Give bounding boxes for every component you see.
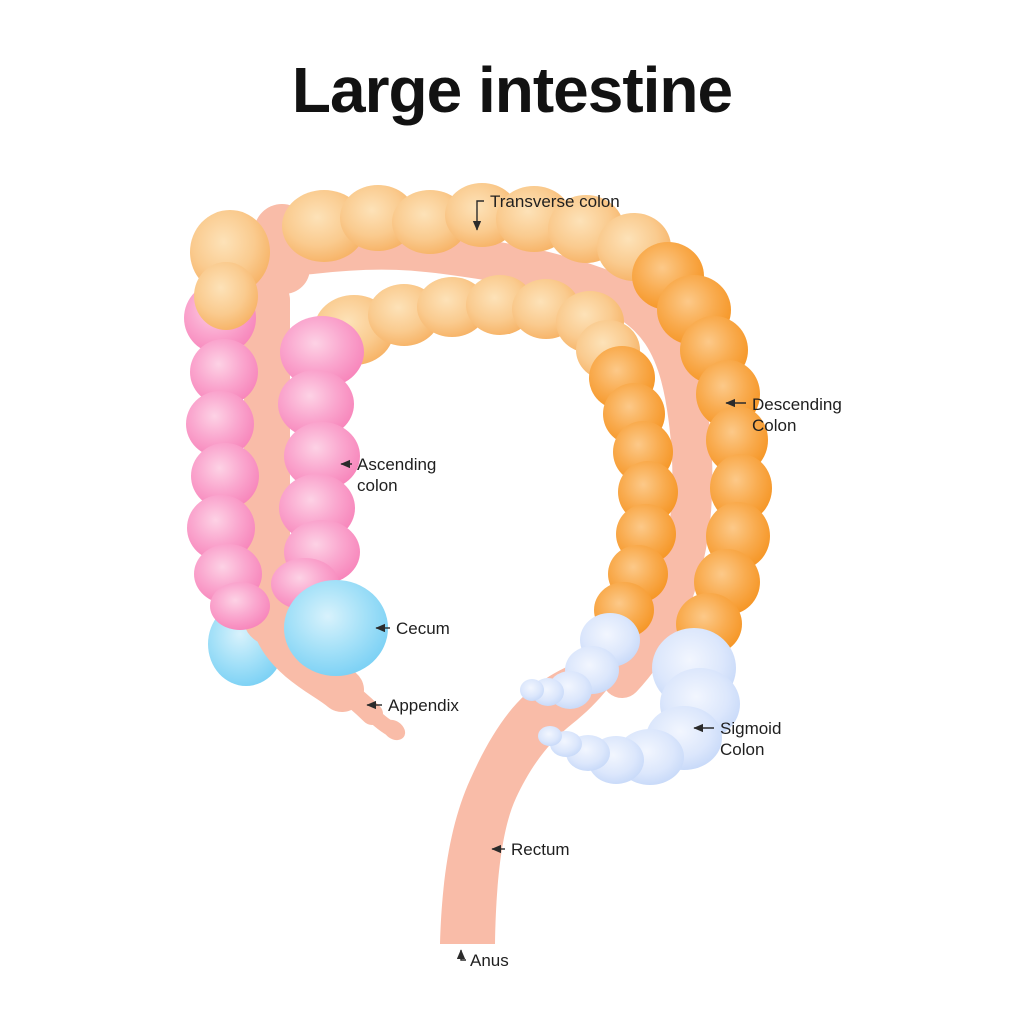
- sigmoid-colon-shape: [520, 613, 740, 785]
- ascending-colon-shape: [184, 282, 364, 630]
- label-anus: Anus: [470, 951, 509, 970]
- leader-transverse-colon-line: [472, 200, 484, 231]
- appendix-shape: [311, 661, 406, 741]
- transverse-colon-shape: [314, 275, 640, 380]
- annotations: Transverse colon Descending Colon Ascend…: [340, 192, 847, 970]
- label-transverse-colon: Transverse colon: [490, 192, 620, 211]
- label-appendix: Appendix: [388, 696, 459, 715]
- cecum-front-shape: [284, 580, 388, 676]
- label-ascending-colon: Ascending colon: [357, 455, 441, 495]
- label-rectum: Rectum: [511, 840, 570, 859]
- leader-anus-line: [456, 949, 466, 961]
- transverse-colon-top-shape: [190, 183, 671, 330]
- rectum-shape: [440, 644, 636, 944]
- label-descending-colon: Descending Colon: [752, 395, 847, 435]
- label-cecum: Cecum: [396, 619, 450, 638]
- descending-colon-shape: [589, 346, 678, 638]
- label-sigmoid-colon: Sigmoid Colon: [720, 719, 786, 759]
- descending-colon-outer-shape: [632, 242, 772, 655]
- page-title: Large intestine: [292, 54, 732, 126]
